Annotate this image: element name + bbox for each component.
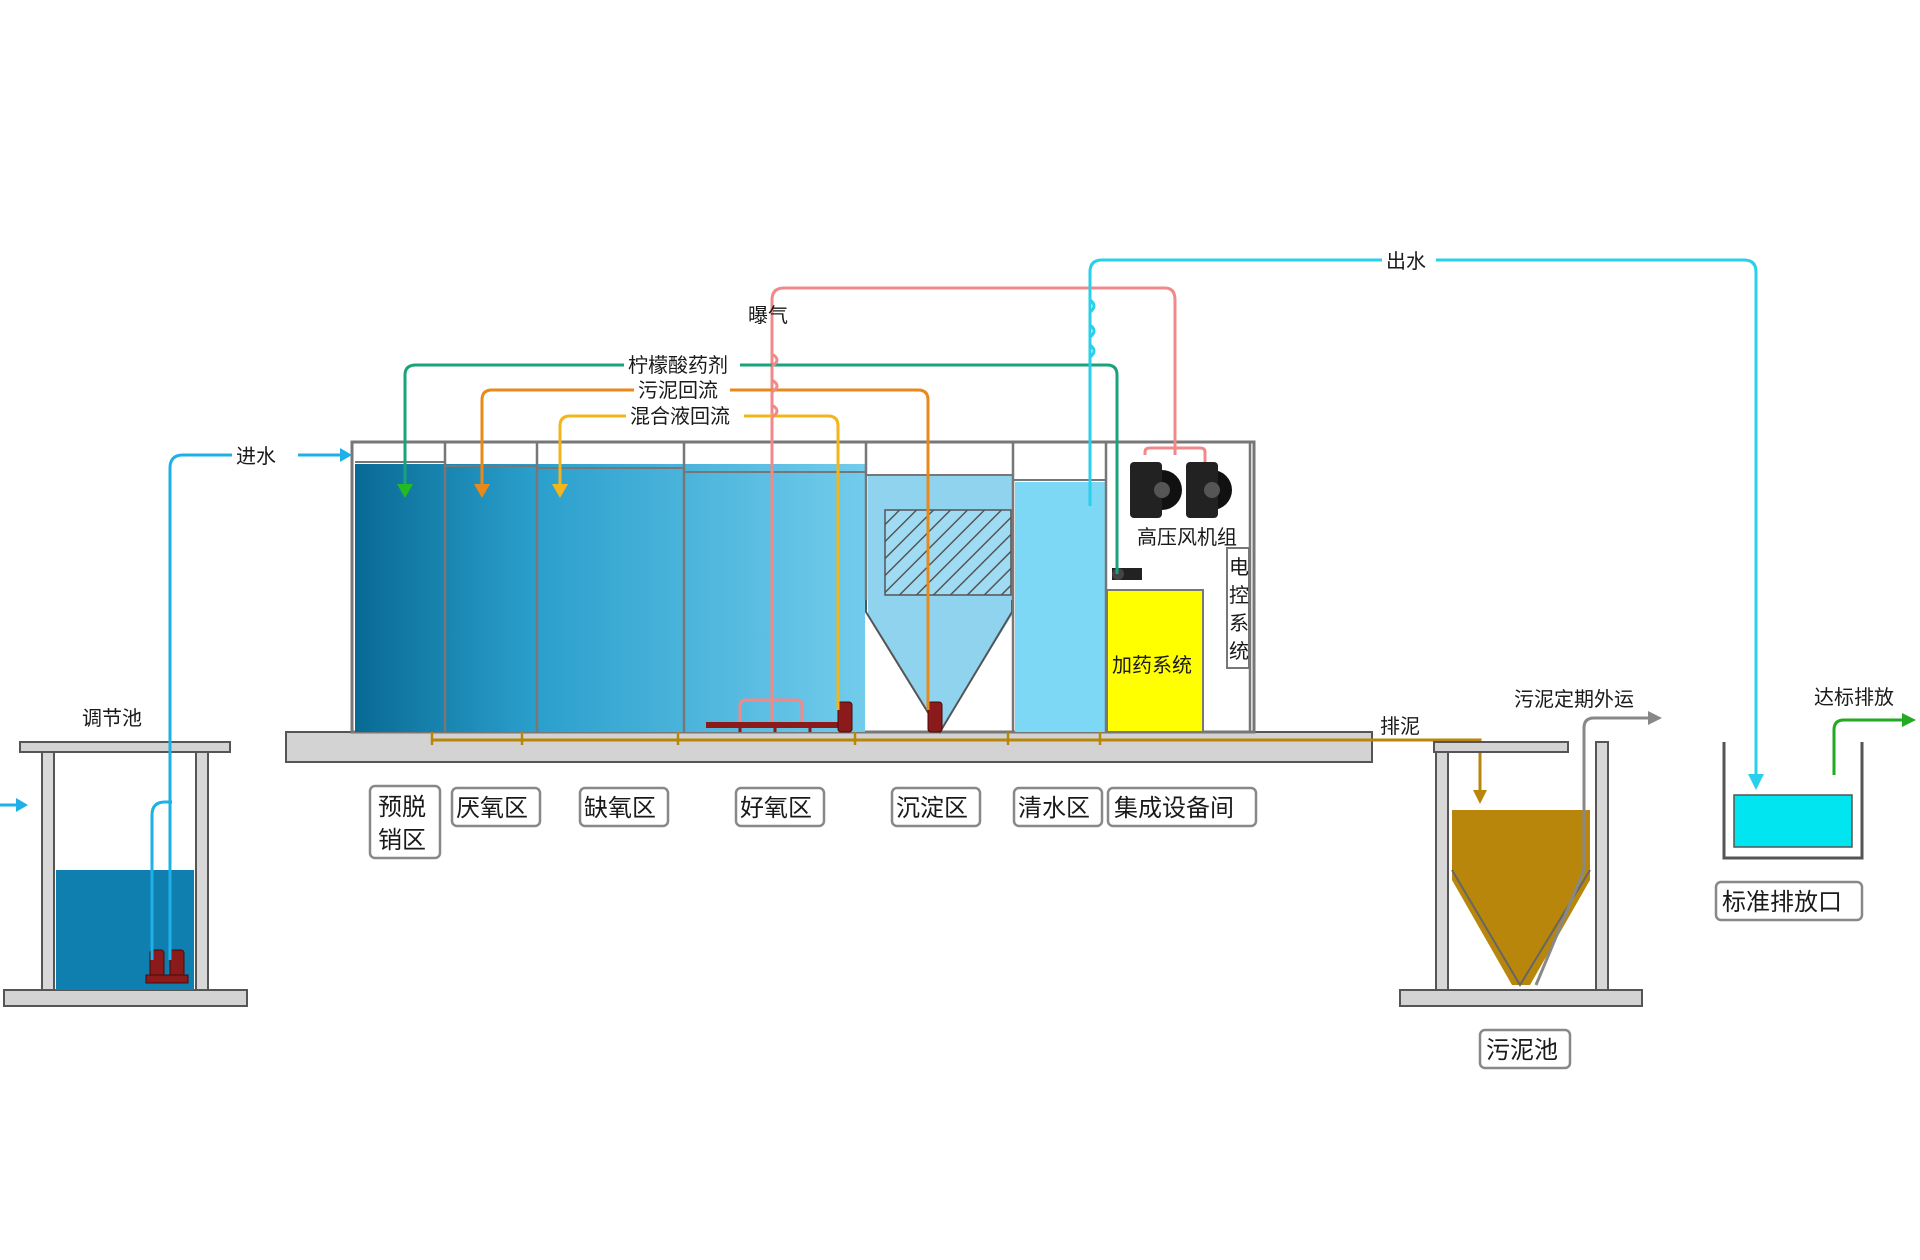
settling-pump — [927, 701, 943, 733]
sludge-fill — [1452, 810, 1590, 985]
zone-label-settling: 沉淀区 — [890, 786, 982, 828]
zone-label-aerobic: 好氧区 — [734, 786, 826, 828]
sludge-return-label: 污泥回流 — [638, 378, 718, 402]
svg-text:集成设备间: 集成设备间 — [1114, 794, 1234, 822]
outlet-label: 标准排放口 — [1714, 880, 1864, 922]
aeration-label: 曝气 — [748, 303, 788, 327]
zone-label-anaerobic: 厌氧区 — [450, 786, 542, 828]
partition-walls — [443, 442, 1252, 732]
regulating-tank-label: 调节池 — [82, 706, 142, 730]
inclined-tube-media — [884, 509, 1012, 596]
outflow-label: 出水 — [1386, 249, 1426, 273]
discharge-label: 达标排放 — [1814, 685, 1894, 709]
standard-outlet — [1722, 742, 1864, 860]
electric-control-cabinet: 电 控 系 统 — [1226, 547, 1250, 669]
sludge-tank-label: 污泥池 — [1478, 1028, 1572, 1070]
effluent-pipe — [1832, 718, 1906, 775]
blower-label: 高压风机组 — [1137, 525, 1237, 549]
outlet-water — [1733, 794, 1853, 848]
zone-label-clear-water: 清水区 — [1012, 786, 1104, 828]
sludge-discharge-label: 排泥 — [1380, 714, 1420, 738]
svg-text:好氧区: 好氧区 — [740, 794, 812, 822]
inflow-pipe — [168, 453, 232, 960]
svg-text:清水区: 清水区 — [1018, 794, 1090, 822]
aerobic-pump — [837, 701, 853, 733]
svg-text:污泥池: 污泥池 — [1486, 1036, 1558, 1064]
high-pressure-blower: 高压风机组 — [1130, 462, 1237, 549]
svg-text:缺氧区: 缺氧区 — [584, 794, 656, 822]
electric-char-4: 统 — [1229, 639, 1249, 663]
clear-water — [1015, 482, 1105, 732]
citric-acid-pipe — [403, 363, 1119, 574]
zone-label-anoxic: 缺氧区 — [578, 786, 670, 828]
zone-label-equipment-room: 集成设备间 — [1106, 786, 1258, 828]
outflow-pipe — [1088, 258, 1382, 506]
zone-label-pre-denitrification: 预脱 销区 — [368, 784, 442, 860]
inflow-label: 进水 — [236, 444, 276, 468]
sludge-tank — [1399, 741, 1643, 1007]
equipment-base — [285, 731, 1373, 763]
dosing-system: 加药系统 — [1106, 589, 1204, 733]
sludge-transport-label: 污泥定期外运 — [1514, 687, 1634, 711]
svg-text:标准排放口: 标准排放口 — [1722, 888, 1842, 916]
aeration-pipe — [770, 286, 1177, 722]
citric-acid-label: 柠檬酸药剂 — [628, 353, 728, 377]
mixed-liquor-label: 混合液回流 — [630, 404, 730, 428]
svg-text:沉淀区: 沉淀区 — [896, 794, 968, 822]
svg-text:厌氧区: 厌氧区 — [456, 794, 528, 822]
sludge-discharge-pipe — [1372, 738, 1482, 790]
aeration-diffusers — [706, 722, 852, 732]
svg-text:销区: 销区 — [378, 826, 426, 854]
svg-text:预脱: 预脱 — [378, 793, 426, 821]
electric-char-1: 电 — [1229, 555, 1249, 579]
dosing-system-label: 加药系统 — [1112, 653, 1192, 677]
electric-char-2: 控 — [1229, 583, 1249, 607]
sludge-transport-pipe — [1534, 716, 1652, 986]
electric-char-3: 系 — [1229, 611, 1249, 635]
bio-tank-water — [355, 464, 865, 732]
regulating-tank: 调节池 — [3, 706, 248, 1007]
regulating-pump — [145, 949, 189, 984]
